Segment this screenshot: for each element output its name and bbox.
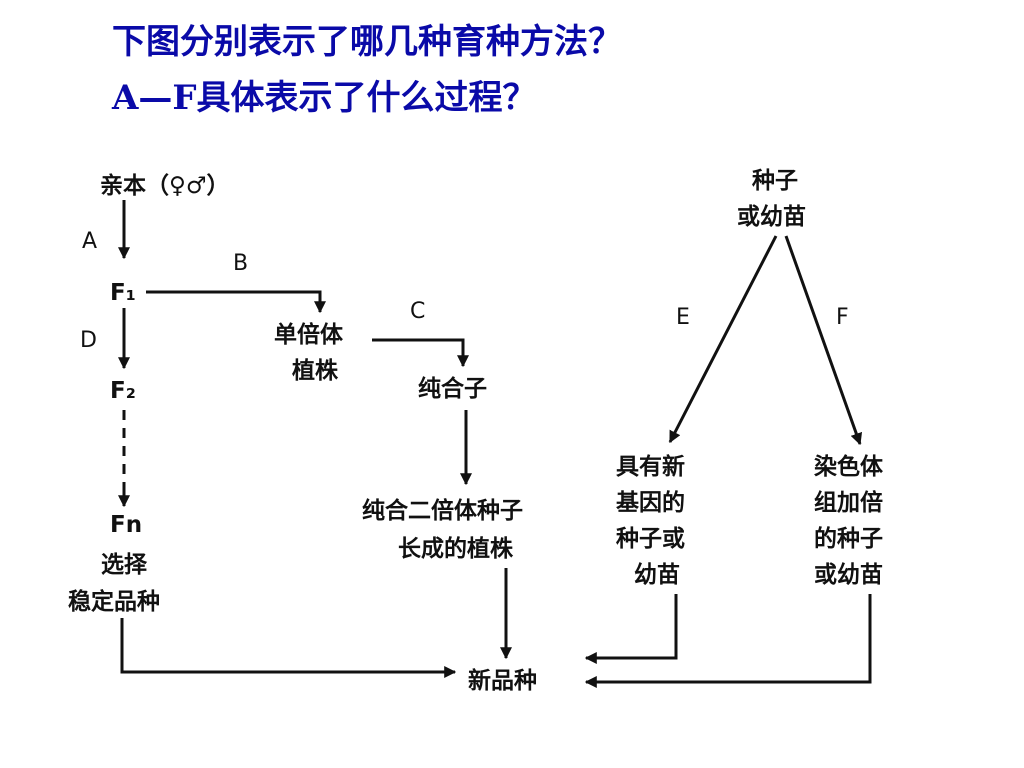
node-haploid-2: 植株 <box>292 357 339 384</box>
node-mutation-2: 基因的 <box>616 489 685 516</box>
title-line-2: A—F具体表示了什么过程？ <box>112 78 537 118</box>
node-mutation-1: 具有新 <box>616 453 685 480</box>
node-polyploid-4: 或幼苗 <box>814 561 883 588</box>
label-a: A <box>82 229 97 254</box>
node-polyploid-1: 染色体 <box>814 453 884 480</box>
node-parents: 亲本（♀♂） <box>100 172 229 199</box>
node-polyploid-2: 组加倍 <box>814 489 883 516</box>
node-pure: 纯合子 <box>418 375 487 402</box>
arrow-e <box>668 235 778 444</box>
label-f: F <box>836 305 849 330</box>
arrow-mutation-to-new <box>584 594 678 664</box>
arrow-c <box>372 338 469 368</box>
arrow-polyploid-to-new <box>584 594 872 688</box>
arrow-select-to-new <box>120 618 457 678</box>
node-fn: Fn <box>110 512 142 538</box>
node-diploid-1: 纯合二倍体种子 <box>362 497 523 524</box>
title-line-1: 下图分别表示了哪几种育种方法？ <box>112 22 622 62</box>
label-b: B <box>233 251 248 276</box>
label-c: C <box>410 299 425 324</box>
node-f1: F₁ <box>110 280 136 306</box>
node-polyploid-3: 的种子 <box>814 525 883 552</box>
node-seed-1: 种子 <box>751 168 798 194</box>
node-seed-2: 或幼苗 <box>737 203 806 230</box>
node-select-2: 稳定品种 <box>68 588 160 615</box>
label-d: D <box>80 328 97 353</box>
node-new-variety: 新品种 <box>468 667 537 694</box>
node-haploid-1: 单倍体 <box>274 321 344 348</box>
node-mutation-3: 种子或 <box>615 526 685 552</box>
node-f2: F₂ <box>110 378 136 404</box>
node-mutation-4: 幼苗 <box>634 561 680 588</box>
arrow-f <box>784 235 863 446</box>
node-select-1: 选择 <box>101 552 148 578</box>
node-diploid-2: 长成的植株 <box>398 535 514 562</box>
arrow-b <box>146 290 326 314</box>
label-e: E <box>676 305 690 330</box>
